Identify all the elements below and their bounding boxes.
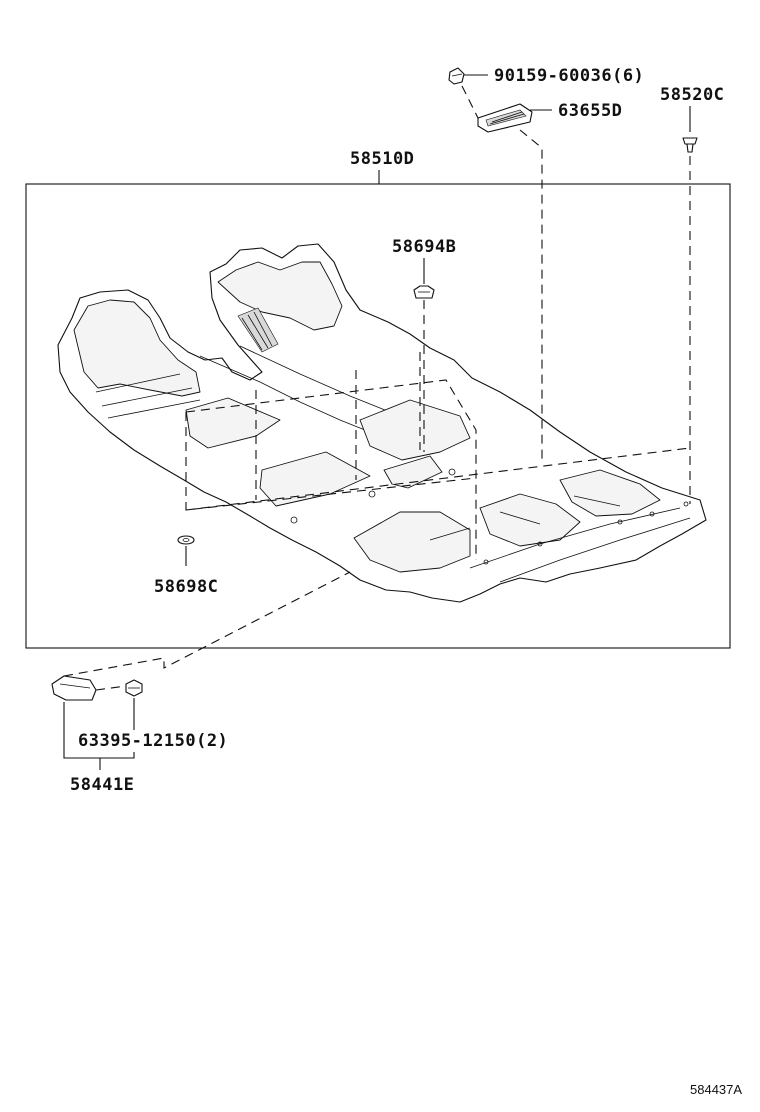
clip-left-icon [177, 535, 195, 545]
reference-line-long [185, 447, 691, 511]
plate-bottom-bracket [63, 702, 135, 759]
screw-top-icon [448, 67, 465, 85]
cover-top-icon [477, 103, 533, 133]
part-label-clip-left: 58698C [154, 577, 218, 597]
cover-top-dash [461, 85, 543, 460]
screw-bottom-icon [125, 679, 143, 697]
part-label-clip-center: 58694B [392, 237, 456, 257]
part-label-carpet-assy: 58510D [350, 149, 414, 169]
part-label-screw-top: 90159-60036(6) [494, 66, 644, 86]
assembly-frame [25, 183, 731, 649]
part-label-clip-right: 58520C [660, 85, 724, 105]
part-label-screw-bottom: 63395-12150(2) [78, 731, 228, 751]
part-label-plate-bottom: 58441E [70, 775, 134, 795]
part-label-cover-top: 63655D [558, 101, 622, 121]
plate-bottom-icon [51, 675, 97, 701]
clip-center-icon [413, 285, 435, 299]
plate-bottom-dash [63, 571, 351, 691]
clip-right-icon [682, 137, 698, 153]
diagram-id: 584437A [690, 1082, 742, 1097]
floor-carpet-icon [57, 243, 707, 603]
